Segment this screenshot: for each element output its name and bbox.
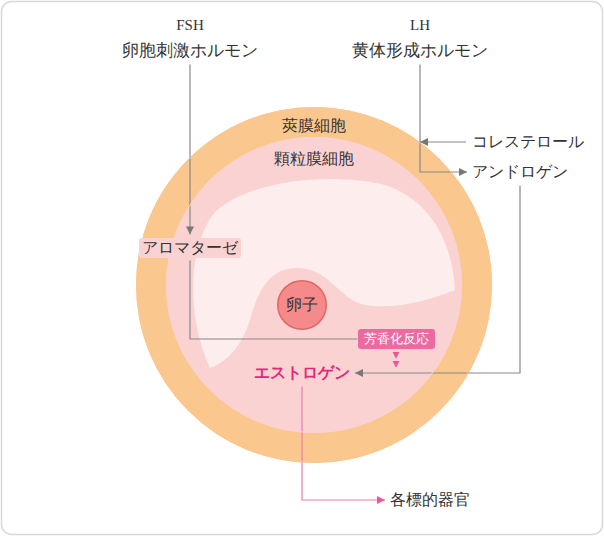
layer-label: 顆粒膜細胞 [166, 149, 462, 168]
substrate-label: コレステロール [472, 132, 584, 151]
oocyte: 卵子 [277, 280, 327, 330]
oocyte-circle [278, 281, 327, 330]
enzyme-label: アロマターゼ [139, 238, 241, 257]
substrate-label: アンドロゲン [472, 162, 568, 181]
arrow-connector [190, 261, 358, 339]
granulosa-cell-layer-circle [167, 138, 462, 433]
enzyme-name: アロマターゼ [142, 238, 238, 257]
granulosa-layer [166, 137, 462, 433]
granulosa-cell-layer: 顆粒膜細胞アロマターゼ卵子芳香化反応エストロゲン [166, 137, 462, 433]
hormone-label: FSH 卵胞刺激ホルモン [122, 16, 258, 60]
arrow-connector [420, 64, 467, 172]
hormone-abbrev: FSH [122, 16, 258, 34]
arrow-connector [355, 186, 520, 373]
androgen-label: アンドロゲン [472, 162, 568, 181]
follicular-antrum [193, 179, 455, 368]
estrogen-label: エストロゲン [254, 363, 350, 382]
hormone-abbrev: LH [352, 16, 488, 34]
theca-cell-layer-circle [137, 108, 492, 463]
target-organs: 各標的器官 [390, 490, 470, 509]
reaction-badge: 芳香化反応 [358, 329, 435, 349]
arrow-connector [395, 350, 396, 368]
theca-cell-layer: 莢膜細胞顆粒膜細胞アロマターゼ卵子芳香化反応エストロゲン [136, 107, 492, 463]
arrow-connector [302, 387, 385, 500]
hormone-product: エストロゲン [254, 363, 350, 382]
hormone-name: 卵胞刺激ホルモン [122, 40, 258, 60]
oocyte-label: 卵子 [277, 295, 327, 314]
hormone-label: LH 黄体形成ホルモン [352, 16, 488, 60]
layer-label: 莢膜細胞 [136, 116, 492, 135]
arrow-connector [420, 141, 466, 142]
hormone-name: 黄体形成ホルモン [352, 40, 488, 60]
arrow-connector [189, 64, 190, 234]
cholesterol-label: コレステロール [472, 132, 584, 151]
target-label: 各標的器官 [390, 490, 470, 509]
reaction-name: 芳香化反応 [364, 331, 429, 347]
